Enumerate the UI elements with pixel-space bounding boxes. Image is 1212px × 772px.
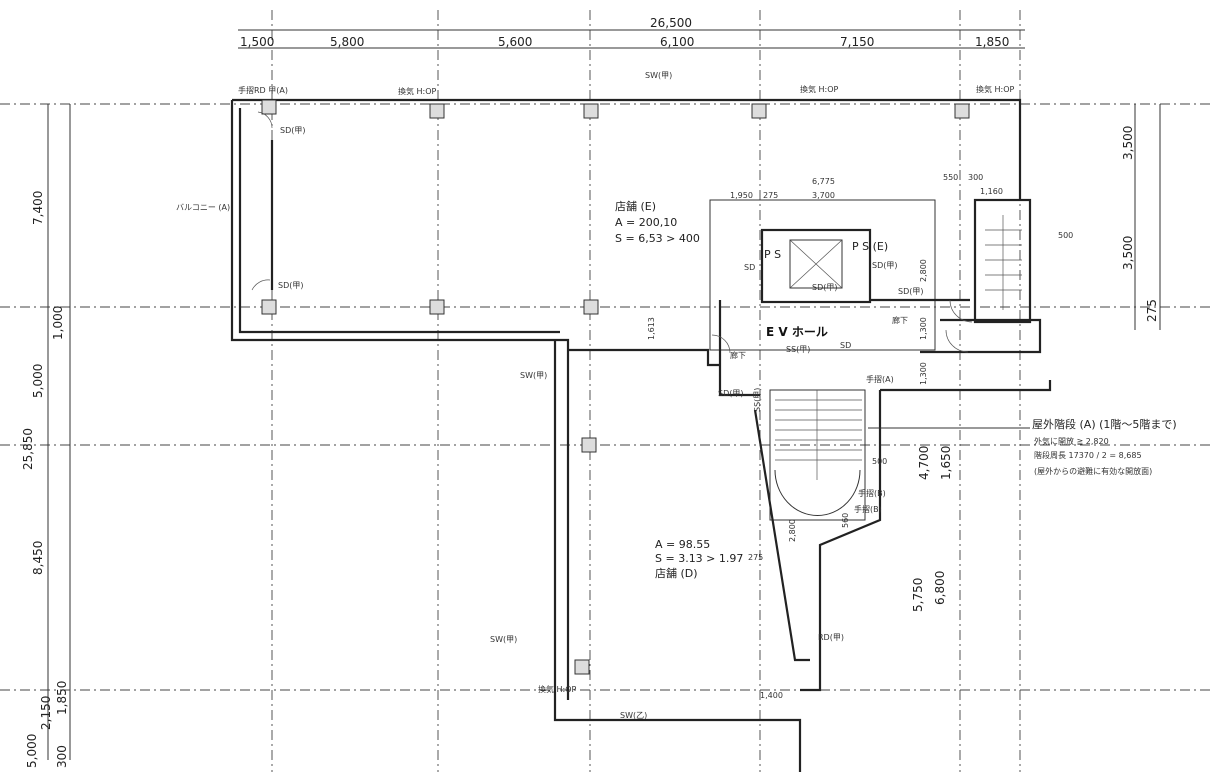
corridor-label-b: 廊下 [730,350,746,360]
core-dim-1400: 1,400 [760,691,783,700]
dim-right-seg-3: 275 [1145,299,1159,322]
tag-sd-hall: SD [840,341,851,350]
store-e-name: 店舗 (E) [615,199,656,213]
ps-left-label: P S [764,248,781,261]
store-d-name: 店舗 (D) [655,566,698,580]
columns [261,99,970,675]
core-dim-3700: 3,700 [812,191,835,200]
dim-top-seg-5: 7,150 [840,35,874,49]
dim-right-seg-4: 1,650 [939,446,953,480]
dim-left-seg-7: 5,000 [25,734,39,768]
dim-left-total: 25,850 [21,428,35,470]
core-dim-1613: 1,613 [647,317,656,340]
dim-right-seg-1: 3,500 [1121,126,1135,160]
dim-top-total: 26,500 [650,16,692,30]
tag-sd-right: SD(甲) [898,287,923,296]
core-dim-1950: 1,950 [730,191,753,200]
tag-vent-3: 換気 H:OP [976,84,1015,94]
core-dim-1300b: 1,300 [919,362,928,385]
dim-left-seg-3: 5,000 [31,364,45,398]
core-dim-1160: 1,160 [980,187,1003,196]
tag-sw-low: SW(甲) [490,635,517,644]
tag-hr-top: 手摺RD 甲(A) [238,85,288,95]
core-dim-560: 560 [841,513,850,528]
tag-handrail-c: 手摺(B) [858,488,886,498]
dim-right-seg-6: 5,750 [911,578,925,612]
tag-ss-low: SS(甲) [753,388,762,412]
stair-note-title: 屋外階段 (A) (1階～5階まで) [1032,417,1177,431]
stair-note-line-1: 外気に開放 ≧ 2,820 [1034,436,1109,446]
ev-hall-label: E V ホール [766,325,828,339]
store-d-area: A = 98.55 [655,538,710,551]
dim-left-seg-1: 7,400 [31,191,45,225]
store-e-ratio: S = 6,53 > 400 [615,232,700,245]
core-dim-275a: 275 [763,191,778,200]
core-dim-275b: 275 [748,553,763,562]
tag-sd-low: SD(甲) [718,389,743,398]
dim-left-seg-4: 8,450 [31,541,45,575]
dim-top-seg-2: 5,800 [330,35,364,49]
tag-sd-ev: SD(甲) [812,283,837,292]
corridor-label-a: 廊下 [892,315,908,325]
store-e-area: A = 200,10 [615,216,677,229]
store-d-ratio: S = 3.13 > 1.97 [655,552,743,565]
dim-left-seg-6: 1,850 [55,681,69,715]
dim-left-seg-2: 1,000 [51,306,65,340]
dim-top-seg-1: 1,500 [240,35,274,49]
tag-sd-core-r: SD(甲) [872,261,897,270]
core-dim-500b: 500 [872,457,887,466]
core-dim-550: 550 [943,173,958,182]
dim-top-seg-6: 1,850 [975,35,1009,49]
dim-right-seg-5: 4,700 [917,446,931,480]
tag-sw-bottom: SW(乙) [620,711,647,720]
stair-note-line-2: 階段周長 17370 / 2 = 8,685 [1034,450,1142,460]
dim-top-seg-3: 5,600 [498,35,532,49]
dim-right-seg-2: 3,500 [1121,236,1135,270]
dim-right-seg-7: 6,800 [933,571,947,605]
dim-top-seg-4: 6,100 [660,35,694,49]
tag-rd: RD(甲) [818,633,844,642]
door-swings [251,111,973,354]
tag-handrail-b: 手摺(B) [854,504,882,514]
dimension-lines [47,29,1161,760]
stair-note-line-3: (屋外からの避難に有効な開放面) [1034,466,1152,476]
tag-vent-2: 換気 H:OP [800,84,839,94]
ps-right-label: P S (E) [852,240,888,253]
balcony-label: バルコニー (A) [176,203,230,212]
tag-sd-top: SD(甲) [280,126,305,135]
core-dim-300: 300 [968,173,983,182]
core-dim-6775: 6,775 [812,177,835,186]
dim-left-seg-5: 2,150 [39,696,53,730]
tag-sw-mid: SW(甲) [520,371,547,380]
core-dim-2800b: 2,800 [788,519,797,542]
core-dim-500a: 500 [1058,231,1073,240]
dim-left-seg-8: 300 [55,745,69,768]
tag-sw-top: SW(甲) [645,71,672,80]
core-dim-2800: 2,800 [919,259,928,282]
tag-vent-4: 換気 H:OP [538,684,577,694]
walls [230,98,1052,772]
tag-handrail-a: 手摺(A) [866,374,894,384]
tag-vent-1: 換気 H:OP [398,86,437,96]
tag-ss-hall: SS(甲) [786,345,810,354]
tag-sd-ev-l: SD [744,263,755,272]
stair-treads [775,215,1022,480]
tag-sd-mid: SD(甲) [278,281,303,290]
core-dim-1300a: 1,300 [919,317,928,340]
